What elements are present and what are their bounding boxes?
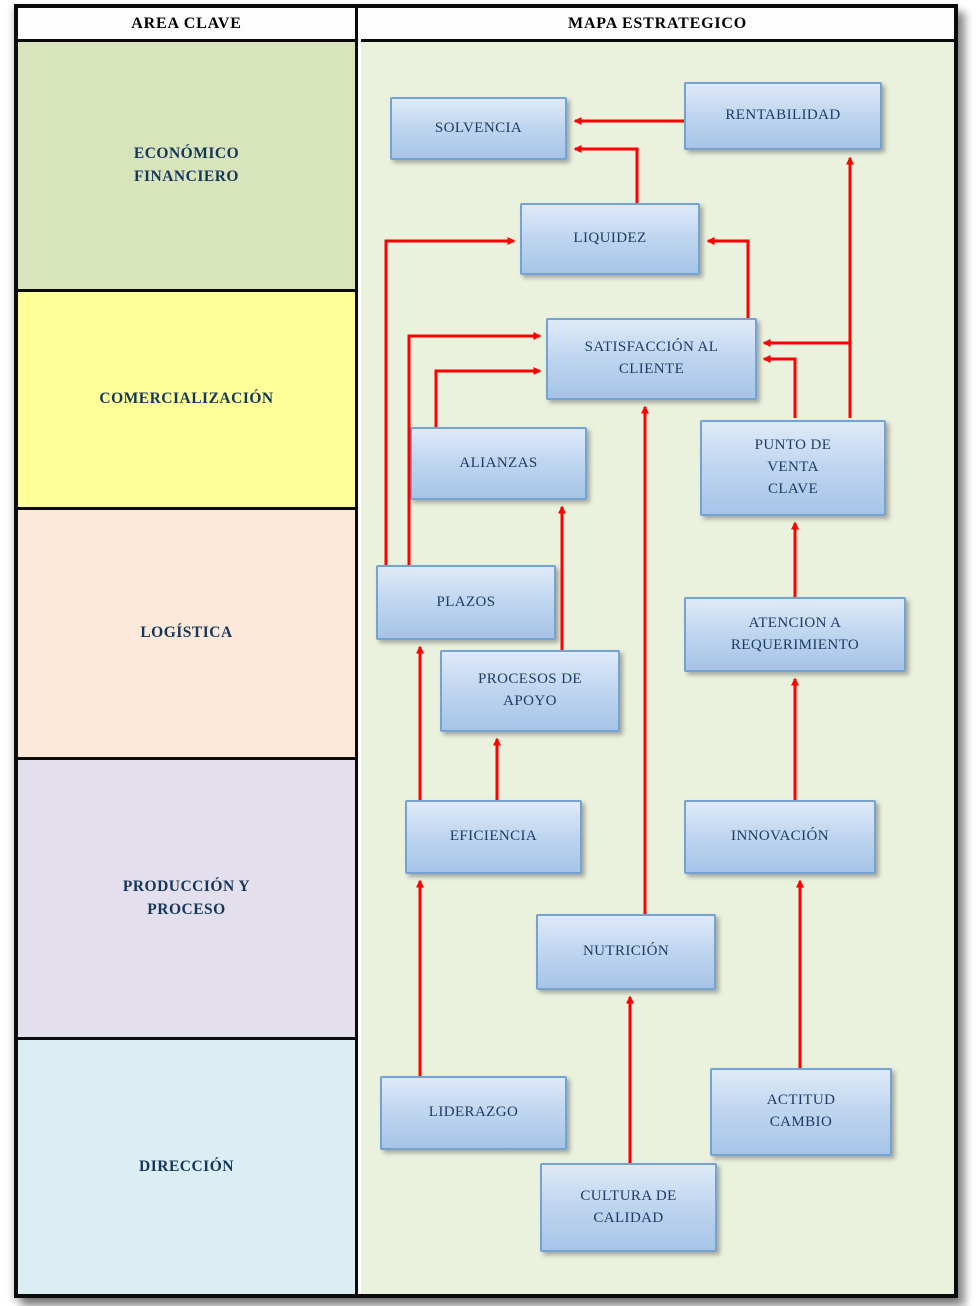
area-row-economico: ECONÓMICO FINANCIERO: [18, 42, 355, 292]
key-area-column: AREA CLAVE ECONÓMICO FINANCIERO COMERCIA…: [18, 8, 358, 1294]
area-label-logistica: LOGÍSTICA: [140, 624, 233, 642]
area-row-direccion: DIRECCIÓN: [18, 1040, 355, 1294]
strategic-map-header: MAPA ESTRATEGICO: [361, 8, 954, 42]
area-label-direccion: DIRECCIÓN: [139, 1157, 234, 1175]
strategic-map-canvas: [361, 42, 954, 1294]
area-row-produccion: PRODUCCIÓN Y PROCESO: [18, 760, 355, 1040]
area-label-comercializacion: COMERCIALIZACIÓN: [99, 390, 274, 408]
area-label-economico: ECONÓMICO FINANCIERO: [133, 145, 240, 185]
strategic-map-column: MAPA ESTRATEGICO: [361, 8, 954, 1294]
area-row-comercializacion: COMERCIALIZACIÓN: [18, 292, 355, 510]
diagram-frame: AREA CLAVE ECONÓMICO FINANCIERO COMERCIA…: [14, 4, 958, 1298]
area-label-produccion: PRODUCCIÓN Y PROCESO: [122, 878, 251, 918]
area-row-logistica: LOGÍSTICA: [18, 510, 355, 760]
key-area-header: AREA CLAVE: [18, 8, 355, 42]
strategic-map-header-label: MAPA ESTRATEGICO: [568, 14, 747, 32]
key-area-header-label: AREA CLAVE: [131, 14, 242, 32]
